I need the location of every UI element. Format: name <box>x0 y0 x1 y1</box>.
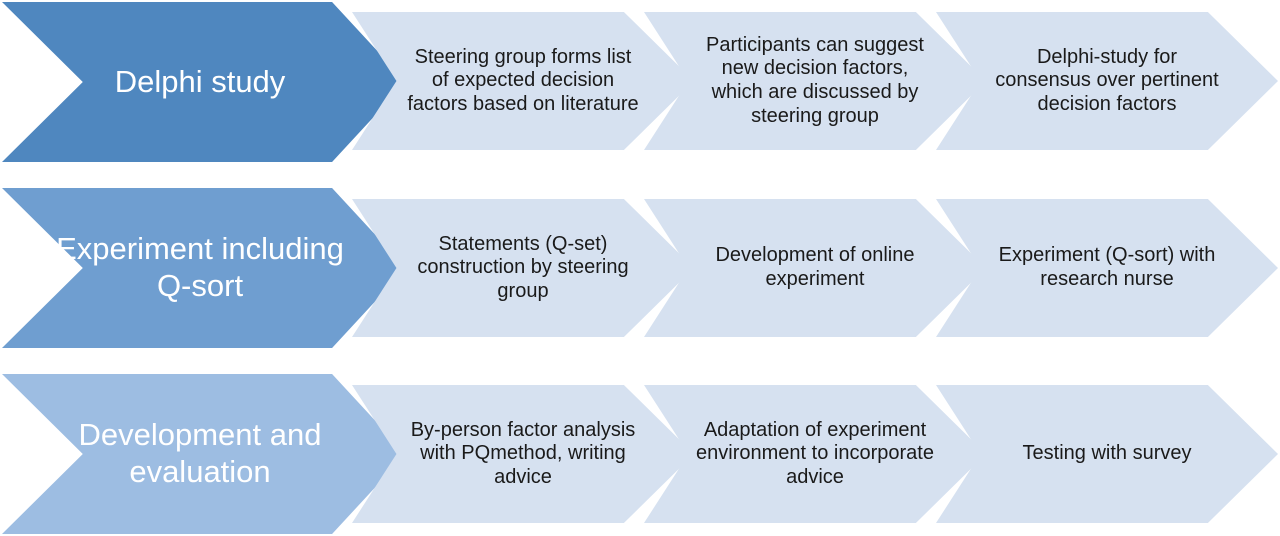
row-1-main-chevron: Delphi study <box>2 2 406 162</box>
row-2-main-label: Experiment including Q-sort <box>56 231 344 303</box>
row-3-step-3-shape <box>936 385 1278 523</box>
row-1-step-3-shape <box>936 12 1278 150</box>
row-1-main-label: Delphi study <box>114 63 286 99</box>
row-1-step-2-shape <box>644 12 986 150</box>
row-3-step-3-label: Testing with survey <box>1022 442 1192 465</box>
row-1-step-3-label: Delphi-study for consensus over pertinen… <box>995 45 1219 115</box>
row-1-step-2-label: Participants can suggest new decision fa… <box>706 33 924 127</box>
row-2-step-2: Development of online experiment <box>644 199 986 337</box>
row-2-step-1-shape <box>352 199 694 337</box>
row-2-step-3: Experiment (Q-sort) with research nurse <box>936 199 1278 337</box>
row-2-step-2-label: Development of online experiment <box>715 244 915 290</box>
row-3-step-1: By-person factor analysis with PQmethod,… <box>352 385 694 523</box>
row-3-main-label: Development and evaluation <box>78 417 322 489</box>
row-3-step-2: Adaptation of experiment environment to … <box>644 385 986 523</box>
row-3-main-chevron: Development and evaluation <box>2 374 406 534</box>
row-2-step-1-label: Statements (Q-set) construction by steer… <box>417 232 629 302</box>
row-3-step-1-shape <box>352 385 694 523</box>
row-3-step-1-label: By-person factor analysis with PQmethod,… <box>410 418 636 488</box>
row-1-step-1-label: Steering group forms list of expected de… <box>407 45 639 115</box>
row-2-step-3-shape <box>936 199 1278 337</box>
row-3-step-2-label: Adaptation of experiment environment to … <box>696 418 934 488</box>
row-2-step-3-label: Experiment (Q-sort) with research nurse <box>998 244 1216 290</box>
row-2-step-1: Statements (Q-set) construction by steer… <box>352 199 694 337</box>
row-1-step-1-shape <box>352 12 694 150</box>
row-2-step-2-shape <box>644 199 986 337</box>
row-3-step-3: Testing with survey <box>936 385 1278 523</box>
row-2-main-chevron: Experiment including Q-sort <box>2 188 406 348</box>
row-1-step-2: Participants can suggest new decision fa… <box>644 12 986 150</box>
row-1-step-1: Steering group forms list of expected de… <box>352 12 694 150</box>
row-3-step-2-shape <box>644 385 986 523</box>
row-1-step-3: Delphi-study for consensus over pertinen… <box>936 12 1278 150</box>
